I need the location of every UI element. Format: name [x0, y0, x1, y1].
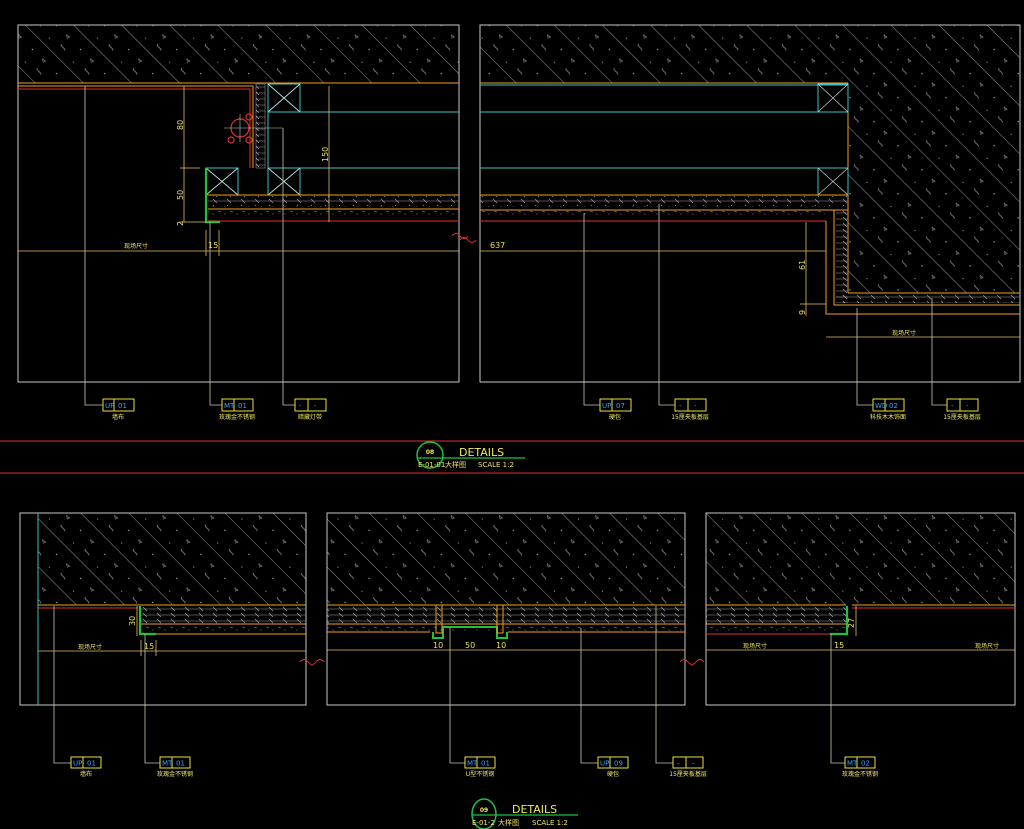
detail-ref: E-01-01 [418, 461, 445, 469]
dim-15: 15 [208, 241, 218, 250]
svg-text:-: - [966, 402, 969, 410]
detail-title: DETAILS [459, 446, 504, 459]
material-tag[interactable]: MT 01 U型不锈钢 [464, 756, 496, 778]
material-tag[interactable]: - - 15厘夹板基层 [671, 398, 709, 421]
svg-text:UP: UP [73, 760, 82, 768]
detail-number: 09 [480, 807, 488, 814]
dim-15: 15 [834, 641, 844, 650]
dim-61: 61 [798, 260, 807, 270]
dim-9: 9 [798, 310, 807, 315]
detail-ref: E-01-2 [472, 819, 495, 827]
detail-bottom-middle-section: 10 50 10 [326, 512, 705, 706]
dim-30: 30 [128, 616, 137, 626]
detail-subtitle: 大样图 [445, 460, 466, 469]
detail-top-right-section: 637 61 9 现场尺寸 [479, 24, 1021, 383]
break-line [679, 659, 705, 665]
dim-site-size: 现场尺寸 [78, 643, 102, 651]
dim-10: 10 [496, 641, 506, 650]
material-tag[interactable]: UP 01 墙布 [102, 398, 135, 421]
leader-lines [53, 606, 845, 764]
svg-text:-: - [314, 402, 317, 410]
concrete-slab-hatch [18, 25, 459, 83]
material-tag[interactable]: MT 01 玫瑰金不锈钢 [219, 398, 255, 421]
detail-bottom-left-section: 30 15 现场尺寸 [19, 512, 325, 706]
detail-number-circle [471, 798, 497, 829]
leader-lines [84, 86, 947, 406]
detail-title-bottom: 09 DETAILS E-01-2 大样图 SCALE 1:2 [471, 798, 578, 829]
svg-text:MT: MT [162, 760, 173, 768]
svg-text:墙布: 墙布 [112, 413, 124, 421]
svg-text:01: 01 [118, 402, 127, 410]
u-channel-trim [432, 626, 508, 639]
svg-text:玫瑰金不锈钢: 玫瑰金不锈钢 [219, 413, 255, 421]
svg-text:MT: MT [847, 760, 858, 768]
svg-text:01: 01 [176, 760, 185, 768]
detail-scale: SCALE 1:2 [478, 461, 514, 469]
svg-text:UP: UP [105, 402, 114, 410]
svg-text:01: 01 [87, 760, 96, 768]
material-tag[interactable]: MT 01 玫瑰金不锈钢 [157, 756, 193, 778]
svg-text:玫瑰金不锈钢: 玫瑰金不锈钢 [157, 770, 193, 778]
svg-text:-: - [694, 402, 697, 410]
dim-80: 80 [176, 120, 185, 130]
dim-50: 50 [465, 641, 475, 650]
material-tag[interactable]: MT 02 玫瑰金不锈钢 [842, 756, 878, 778]
svg-text:玫瑰金不锈钢: 玫瑰金不锈钢 [842, 770, 878, 778]
material-tag[interactable]: - - 暗藏灯带 [294, 398, 327, 421]
dim-site-size: 现场尺寸 [892, 329, 916, 337]
detail-title-top: 08 DETAILS E-01-01 大样图 SCALE 1:2 [416, 441, 525, 469]
svg-text:-: - [679, 402, 682, 410]
svg-text:-: - [299, 402, 302, 410]
detail-number-circle [416, 441, 444, 469]
detail-number: 08 [426, 449, 434, 456]
material-tag[interactable]: UP 01 墙布 [70, 756, 102, 778]
light-fixture-icon [224, 113, 283, 144]
dim-2: 2 [176, 221, 185, 226]
detail-top-left-section: 80 50 2 150 15 现场尺寸 [17, 24, 477, 383]
dim-637: 637 [490, 241, 505, 250]
detail-scale: SCALE 1:2 [532, 819, 568, 827]
dim-150: 150 [321, 147, 330, 162]
svg-text:02: 02 [861, 760, 870, 768]
svg-text:UP: UP [600, 760, 609, 768]
svg-text:02: 02 [889, 402, 898, 410]
dim-50: 50 [176, 190, 185, 200]
svg-text:硬包: 硬包 [609, 413, 621, 421]
svg-text:07: 07 [616, 402, 625, 410]
svg-text:科技木木饰面: 科技木木饰面 [870, 413, 906, 421]
detail-bottom-right-section: 27 15 现场尺寸 现场尺寸 [705, 512, 1016, 706]
material-tag[interactable]: UP 09 硬包 [597, 756, 629, 778]
svg-text:MT: MT [224, 402, 235, 410]
svg-text:01: 01 [238, 402, 247, 410]
svg-text:01: 01 [481, 760, 490, 768]
dim-site-size: 现场尺寸 [975, 642, 999, 650]
svg-text:09: 09 [614, 760, 623, 768]
svg-text:-: - [692, 760, 695, 768]
svg-text:U型不锈钢: U型不锈钢 [466, 770, 494, 778]
dim-10: 10 [433, 641, 443, 650]
svg-text:暗藏灯带: 暗藏灯带 [298, 413, 322, 421]
dim-site-size: 现场尺寸 [743, 642, 767, 650]
break-line [451, 233, 477, 243]
svg-text:墙布: 墙布 [80, 770, 92, 778]
svg-text:硬包: 硬包 [607, 770, 619, 778]
svg-text:MT: MT [467, 760, 478, 768]
svg-text:15厘夹板基层: 15厘夹板基层 [943, 413, 981, 421]
dim-27: 27 [847, 618, 856, 628]
svg-text:15厘夹板基层: 15厘夹板基层 [669, 770, 707, 778]
detail-title: DETAILS [512, 803, 557, 816]
dim-site-size: 现场尺寸 [124, 242, 148, 250]
svg-text:UP: UP [602, 402, 611, 410]
dim-15: 15 [144, 642, 154, 651]
svg-text:-: - [951, 402, 954, 410]
material-tag[interactable]: - - 15厘夹板基层 [669, 756, 707, 778]
detail-subtitle: 大样图 [498, 818, 519, 827]
material-tag[interactable]: - - 15厘夹板基层 [943, 398, 981, 421]
break-line [299, 659, 325, 665]
material-tag[interactable]: WD 02 科技木木饰面 [870, 398, 906, 421]
svg-text:WD: WD [875, 402, 887, 410]
svg-text:-: - [677, 760, 680, 768]
material-tag[interactable]: UP 07 硬包 [599, 398, 632, 421]
svg-text:15厘夹板基层: 15厘夹板基层 [671, 413, 709, 421]
